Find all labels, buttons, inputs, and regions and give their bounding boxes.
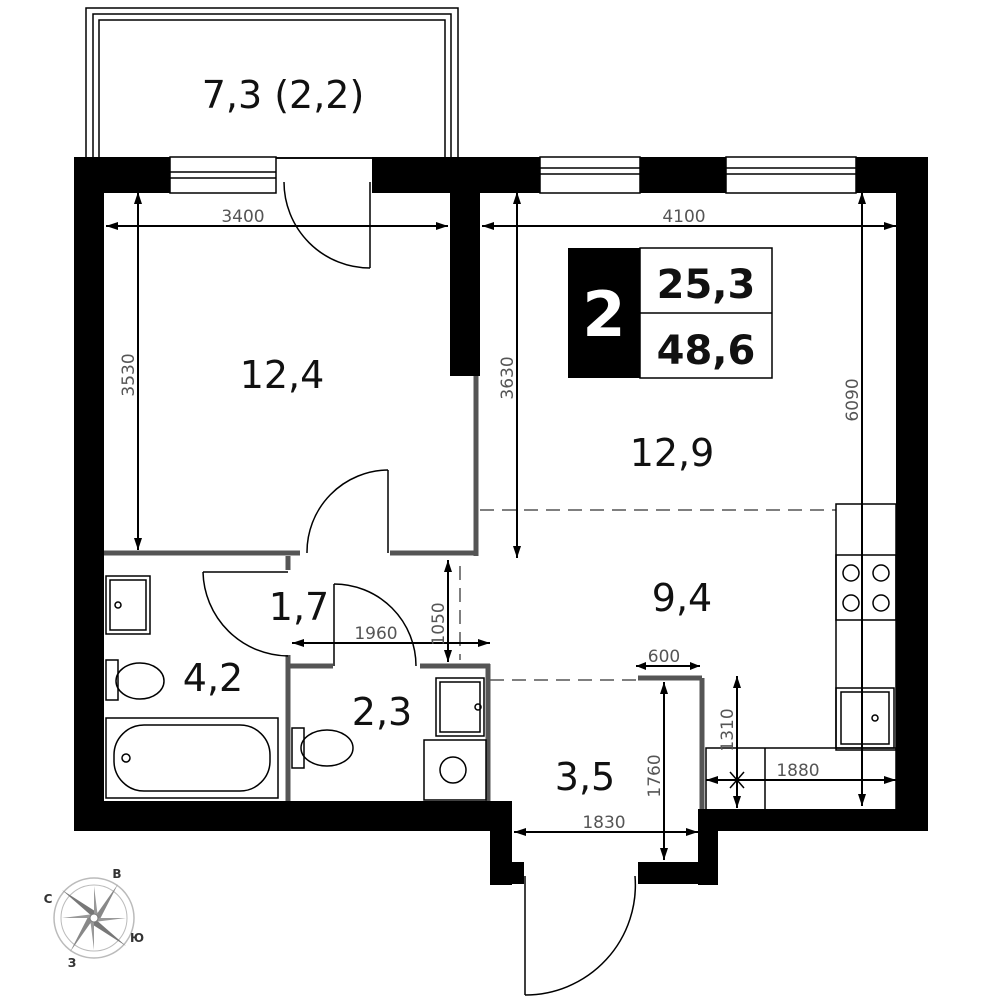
compass-south-label: Ю	[130, 931, 144, 945]
dim-duct-width: 1880	[776, 761, 819, 781]
kitchen-sink-icon	[835, 687, 895, 749]
kitchen-counter	[835, 503, 897, 751]
room-area-balcony: 7,3 (2,2)	[202, 73, 365, 117]
compass-north-label: С	[44, 892, 53, 906]
zone-separators	[459, 509, 836, 681]
room-area-living: 12,9	[630, 431, 715, 475]
dim-duct-depth: 1310	[718, 708, 738, 751]
exterior-walls	[74, 157, 928, 885]
wc-sink-icon	[435, 677, 485, 737]
total-area: 48,6	[657, 328, 756, 374]
dim-hall-depth: 1050	[429, 602, 449, 645]
dim-hall-width: 1960	[354, 624, 397, 644]
stove-icon	[835, 554, 897, 621]
compass-east-label: В	[112, 867, 121, 881]
dim-bedroom-width: 3400	[221, 207, 264, 227]
wc-toilet-icon	[291, 727, 354, 769]
bathroom-sink-icon	[105, 575, 151, 635]
dim-niche-width: 600	[648, 647, 680, 667]
room-area-hall: 1,7	[269, 585, 329, 629]
washing-machine-icon	[423, 739, 487, 801]
doors	[202, 181, 637, 996]
living-area: 25,3	[657, 262, 756, 308]
dim-bedroom-depth: 3530	[119, 353, 139, 396]
room-area-bedroom: 12,4	[240, 353, 325, 397]
bathroom-toilet-icon	[105, 659, 165, 701]
compass-icon: С В Ю З	[44, 867, 144, 970]
room-area-entry: 3,5	[555, 755, 615, 799]
bathtub-icon	[105, 717, 279, 799]
bathroom-fixtures	[105, 575, 487, 801]
room-area-wc: 2,3	[352, 690, 412, 734]
area-summary-box: 2 25,3 48,6	[568, 247, 773, 379]
partitions	[104, 376, 705, 809]
dim-entry-depth: 1760	[645, 754, 665, 797]
rooms-count: 2	[582, 278, 625, 351]
room-area-bathroom: 4,2	[183, 656, 243, 700]
dimension-lines	[106, 192, 896, 860]
dim-living-depth: 3630	[498, 356, 518, 399]
dim-entry-width: 1830	[582, 813, 625, 833]
dim-living-width: 4100	[662, 207, 705, 227]
dim-total-depth: 6090	[843, 378, 863, 421]
windows	[169, 156, 857, 194]
compass-west-label: З	[68, 956, 77, 970]
room-area-kitchen: 9,4	[652, 576, 712, 620]
